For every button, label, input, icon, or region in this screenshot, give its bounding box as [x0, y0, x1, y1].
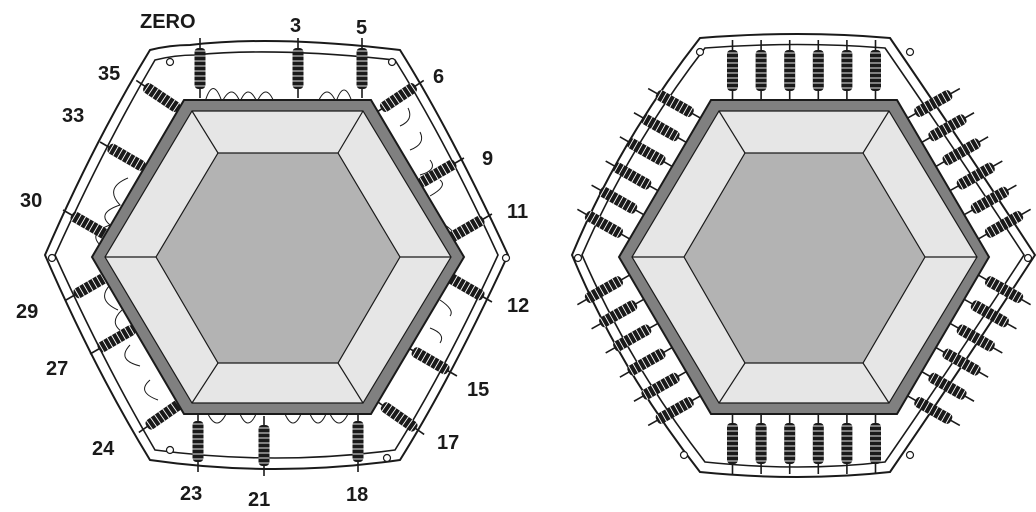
label-5: 5 [356, 17, 367, 39]
right-outer-ring [570, 33, 1036, 478]
left-inner-ring [54, 51, 499, 459]
spring [932, 131, 992, 172]
left-trampoline: ZERO 3 5 6 9 11 12 15 17 18 21 23 24 27 … [16, 11, 529, 511]
spring [726, 39, 739, 101]
right-inner-ring [581, 43, 1025, 468]
spring [754, 413, 768, 475]
label-24: 24 [92, 438, 115, 460]
spring [783, 39, 797, 101]
label-21: 21 [248, 489, 270, 511]
spring [869, 413, 882, 475]
spring [811, 413, 825, 475]
label-29: 29 [16, 301, 38, 323]
spring [904, 390, 964, 432]
spring [946, 317, 1006, 359]
label-3: 3 [290, 15, 301, 37]
label-18: 18 [346, 484, 368, 506]
spring [840, 39, 854, 101]
label-12: 12 [507, 295, 529, 317]
label-33: 33 [62, 105, 84, 127]
label-15: 15 [467, 379, 489, 401]
spring [783, 413, 797, 475]
label-11: 11 [507, 201, 528, 223]
left-outer-ring [43, 40, 510, 470]
spring [754, 39, 768, 101]
label-30: 30 [20, 190, 42, 212]
spring [616, 131, 676, 172]
label-9: 9 [482, 148, 493, 170]
spring [946, 155, 1006, 197]
label-23: 23 [180, 483, 202, 505]
spring [602, 155, 662, 197]
label-27: 27 [46, 358, 68, 380]
label-6: 6 [433, 66, 444, 88]
spring [974, 269, 1035, 311]
spring [630, 107, 690, 148]
spring [960, 293, 1020, 335]
label-17: 17 [437, 432, 459, 454]
label-35: 35 [98, 63, 120, 85]
spring [869, 39, 882, 101]
right-trampoline [570, 33, 1036, 478]
label-zero: ZERO [140, 11, 196, 33]
spring [811, 39, 825, 101]
spring [573, 269, 634, 311]
spring [644, 390, 704, 432]
